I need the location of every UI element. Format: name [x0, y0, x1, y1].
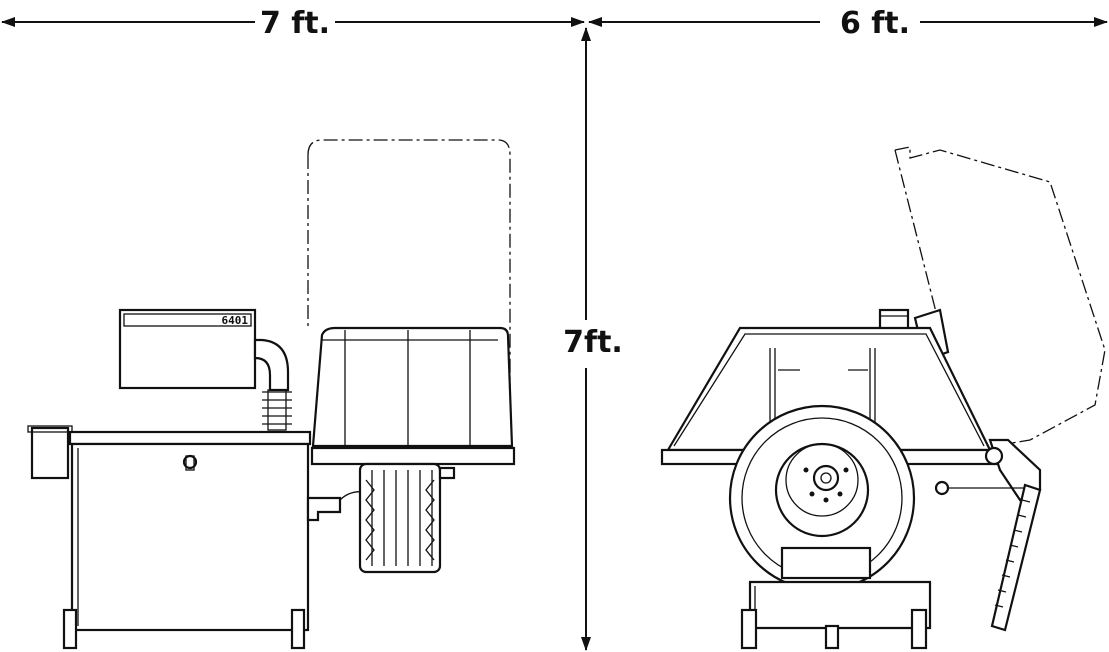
pedestal-column: [780, 546, 872, 580]
shaft-connector: [306, 496, 342, 522]
hood-support-strut: [990, 483, 1042, 632]
hood-closed: [311, 326, 514, 448]
cabinet-foot-right: [290, 608, 306, 650]
dimension-right-width-label: 6 ft.: [840, 6, 910, 41]
hood-raised-front-outline: [894, 146, 1106, 446]
axle-stub: [438, 466, 456, 480]
tire-side-view: [358, 462, 442, 574]
hood-raised-outline: [307, 139, 511, 445]
stand-foot-right: [910, 608, 928, 650]
console-model-label: 6401: [222, 314, 249, 327]
accessory-tray: [30, 426, 70, 480]
console-neck: [253, 338, 290, 392]
hood-base-rail: [310, 446, 516, 466]
pedestal-stand: [748, 580, 932, 630]
left-side-view: 6401: [27, 139, 516, 650]
dimension-height: 7ft.: [563, 27, 623, 651]
cabinet-body: [70, 442, 310, 632]
stand-foot-left: [740, 608, 758, 650]
dimension-height-label: 7ft.: [563, 325, 623, 360]
dimension-right-width: 6 ft.: [588, 6, 1108, 41]
bellows-spring: [262, 389, 292, 431]
accessory-tray-lip: [27, 425, 73, 433]
console-display-window: [123, 313, 252, 327]
dimension-left-width: 7 ft.: [1, 6, 585, 41]
cabinet-top-plate: [68, 430, 312, 446]
dimension-left-width-label: 7 ft.: [260, 6, 330, 41]
wheel-front-view: [728, 404, 916, 592]
cabinet-foot-left: [62, 608, 78, 650]
hood-raised-front-side: [894, 149, 939, 321]
right-front-view: [660, 146, 1106, 650]
console-display: [118, 308, 257, 390]
stand-foot-middle: [824, 624, 840, 650]
